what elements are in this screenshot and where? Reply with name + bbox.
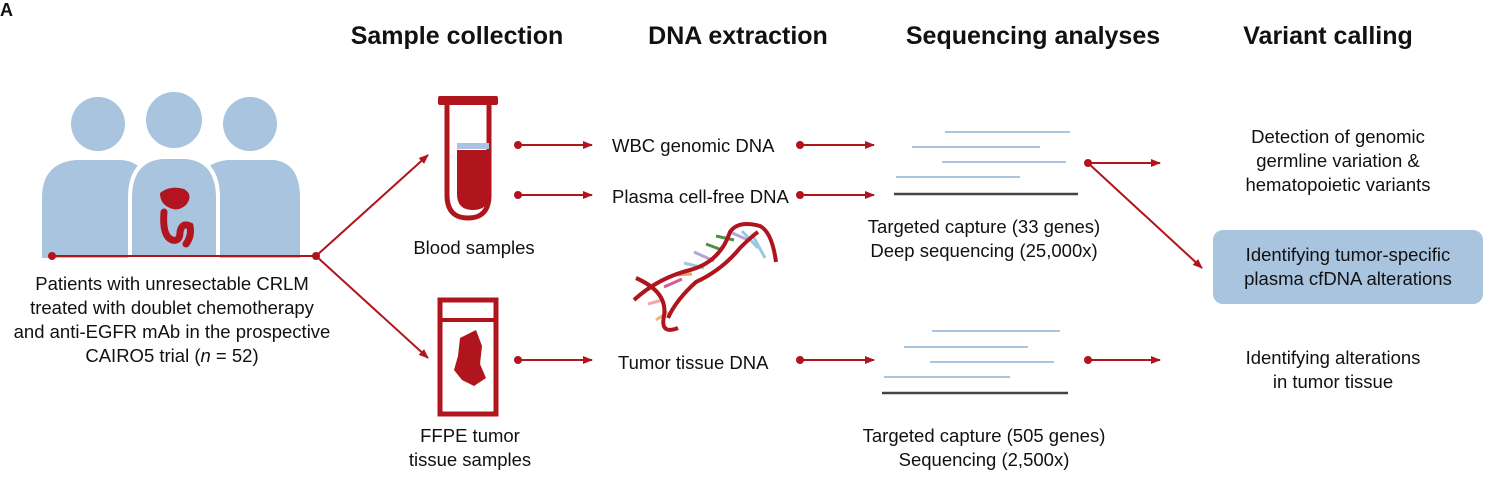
patients-icon (42, 88, 300, 260)
sequencing-reads-icon (894, 131, 1078, 196)
patients-line-2: treated with doublet chemotherapy (30, 297, 314, 318)
patients-line-1: Patients with unresectable CRLM (35, 273, 309, 294)
ffpe-cassette-icon (437, 297, 499, 417)
header-sample-collection: Sample collection (350, 22, 564, 50)
wbc-genomic-dna-label: WBC genomic DNA (612, 135, 775, 156)
sequencing-bottom-label: Targeted capture (505 genes) Sequencing … (862, 425, 1106, 470)
patients-description: Patients with unresectable CRLM treated … (14, 272, 331, 368)
patients-line-3: and anti-EGFR mAb in the prospective (13, 321, 331, 342)
tumor-specific-highlight-box (1213, 230, 1483, 304)
header-dna-extraction: DNA extraction (648, 22, 828, 50)
blood-samples-label: Blood samples (413, 237, 535, 258)
sequencing-top-label: Targeted capture (33 genes) Deep sequenc… (867, 216, 1101, 261)
ffpe-samples-label: FFPE tumor tissue samples (408, 425, 532, 470)
dna-helix-icon (632, 222, 778, 332)
patients-line-4: CAIRO5 trial (n = 52) (85, 345, 259, 366)
tumor-tissue-alterations-label: Identifying alterations in tumor tissue (1245, 347, 1421, 392)
header-variant-calling: Variant calling (1243, 22, 1413, 50)
blood-tube-icon (438, 96, 498, 221)
tumor-tissue-dna-label: Tumor tissue DNA (618, 352, 769, 373)
sequencing-reads-icon (882, 330, 1068, 395)
header-sequencing-analyses: Sequencing analyses (905, 22, 1161, 50)
tumor-specific-cfdna-label: Identifying tumor-specific plasma cfDNA … (1244, 244, 1452, 289)
plasma-cfdna-label: Plasma cell-free DNA (612, 186, 789, 207)
germline-variants-label: Detection of genomic germline variation … (1245, 126, 1431, 195)
panel-letter: A (0, 0, 13, 20)
